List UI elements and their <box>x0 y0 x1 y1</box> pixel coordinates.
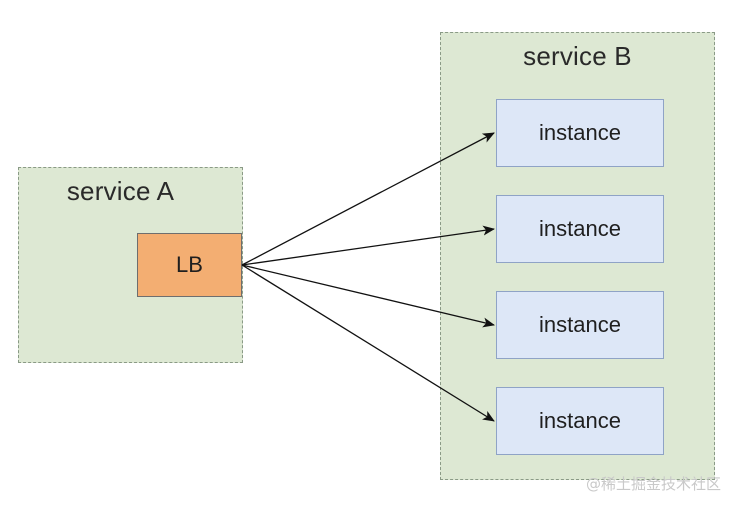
instance-node-4: instance <box>496 387 664 455</box>
arrow-lb-to-instance-1 <box>241 132 495 266</box>
service-a-title: service A <box>66 176 175 206</box>
instance-node-1: instance <box>496 99 664 167</box>
service-b-title: service B <box>523 41 632 71</box>
instance-node-2: instance <box>496 195 664 263</box>
arrow-lb-to-instance-4 <box>241 264 495 422</box>
instance-node-3: instance <box>496 291 664 359</box>
watermark: @稀土掘金技术社区 <box>585 475 721 493</box>
arrow-lb-to-instance-2 <box>241 225 495 266</box>
load-balancer-node: LB <box>137 233 242 297</box>
arrow-lb-to-instance-3 <box>241 264 495 328</box>
